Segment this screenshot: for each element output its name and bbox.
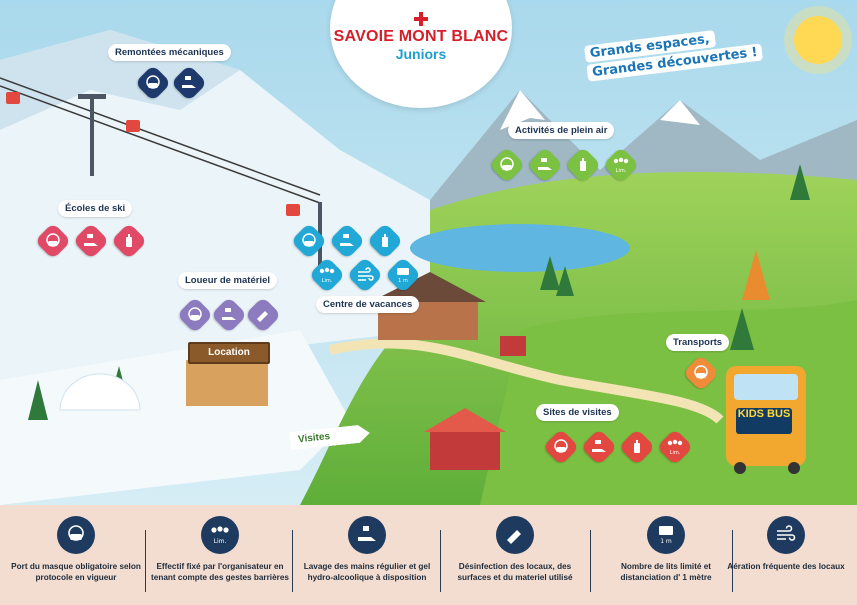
disinfection-icon: [507, 530, 521, 544]
centre-mask-badge: [290, 222, 328, 260]
zone-ecoles-de-ski: Écoles de ski: [58, 200, 133, 217]
location-sign: Location: [188, 342, 270, 364]
bed-distance-icon: 1 m: [397, 268, 409, 284]
activites-gel-badge: [564, 146, 602, 184]
hand-wash-icon: [222, 308, 236, 320]
hand-wash-icon: [84, 234, 98, 246]
loueur-mask-badge: [176, 296, 214, 334]
divider: [292, 530, 293, 592]
mask-icon: [188, 307, 202, 321]
measure-hand-wash-text: Lavage des mains régulier et gel hydro-a…: [303, 562, 431, 582]
gel-icon: [634, 440, 640, 453]
mask-icon: [302, 233, 316, 247]
mask-icon: [500, 157, 514, 171]
measure-disinfection: Désinfection des locaux, des surfaces et…: [445, 516, 585, 583]
mask-icon: [68, 525, 84, 541]
lim-label: Lim.: [322, 278, 333, 284]
measure-group-limit-text: Effectif fixé par l'organisateur en tena…: [151, 562, 289, 582]
measure-group-limit: Lim. Effectif fixé par l'organisateur en…: [150, 516, 290, 583]
zone-centre-de-vacances: Centre de vacances: [316, 296, 420, 313]
disinfection-icon: [257, 311, 268, 322]
gel-icon: [580, 158, 586, 171]
divider: [732, 530, 733, 592]
group-limit-icon: Lim.: [211, 526, 229, 545]
mask-icon: [46, 233, 60, 247]
zone-transports: Transports: [666, 334, 730, 351]
centre-bed-distance-badge: 1 m: [384, 256, 422, 294]
group-limit-icon: Lim.: [319, 267, 335, 284]
zone-activites-plein-air: Activités de plein air: [508, 122, 615, 139]
mask-icon: [694, 365, 708, 379]
ecoles-handwash-badge: [72, 222, 110, 260]
divider: [440, 530, 441, 592]
mask-icon: [146, 75, 160, 89]
safety-measures-legend: Port du masque obligatoire selon protoco…: [0, 508, 857, 605]
hand-wash-icon: [592, 440, 606, 452]
savoie-cross-icon: [414, 12, 428, 26]
remontees-handwash-badge: [170, 64, 208, 102]
sites-mask-badge: [542, 428, 580, 466]
lim-label: Lim.: [616, 168, 627, 174]
measure-ventilation-text: Aération fréquente des locaux: [727, 562, 845, 571]
gel-icon: [126, 234, 132, 247]
kids-bus-sign: KIDS BUS: [736, 408, 792, 434]
centre-ventilation-badge: [346, 256, 384, 294]
gel-icon: [382, 234, 388, 247]
mask-icon: [554, 439, 568, 453]
zone-remontees-mecaniques: Remontées mécaniques: [108, 44, 231, 61]
sites-handwash-badge: [580, 428, 618, 466]
loueur-handwash-badge: [210, 296, 248, 334]
bed-distance-icon: 1 m: [659, 526, 673, 545]
activites-group-limit-badge: Lim.: [602, 146, 640, 184]
divider: [590, 530, 591, 592]
group-limit-icon: Lim.: [613, 157, 629, 174]
measure-mask: Port du masque obligatoire selon protoco…: [6, 516, 146, 583]
logo-brand: SAVOIE MONT BLANC: [333, 28, 509, 45]
transports-mask-badge: [682, 354, 720, 392]
logo-subtitle: Juniors: [395, 46, 447, 62]
loueur-disinfection-badge: [244, 296, 282, 334]
measure-mask-text: Port du masque obligatoire selon protoco…: [11, 562, 141, 582]
lim-label: Lim.: [670, 450, 681, 456]
lim-label: Lim.: [214, 538, 227, 545]
centre-group-limit-badge: Lim.: [308, 256, 346, 294]
centre-handwash-badge: [328, 222, 366, 260]
measure-bed-distance-text: Nombre de lits limité et distanciation d…: [620, 562, 712, 582]
measure-hand-wash: Lavage des mains régulier et gel hydro-a…: [297, 516, 437, 583]
hand-wash-icon: [182, 76, 196, 88]
measure-ventilation: Aération fréquente des locaux: [716, 516, 856, 572]
ecoles-mask-badge: [34, 222, 72, 260]
centre-gel-badge: [366, 222, 404, 260]
measure-bed-distance: 1 m Nombre de lits limité et distanciati…: [596, 516, 736, 583]
ecoles-gel-badge: [110, 222, 148, 260]
sites-group-limit-badge: Lim.: [656, 428, 694, 466]
activites-mask-badge: [488, 146, 526, 184]
hand-wash-icon: [358, 526, 376, 541]
ventilation-icon: [777, 525, 796, 541]
hand-wash-icon: [538, 158, 552, 170]
measure-disinfection-text: Désinfection des locaux, des surfaces et…: [457, 562, 573, 582]
group-limit-icon: Lim.: [667, 439, 683, 456]
hand-wash-icon: [340, 234, 354, 246]
activites-handwash-badge: [526, 146, 564, 184]
one-meter-label: 1 m: [660, 538, 672, 545]
zone-sites-de-visites: Sites de visites: [536, 404, 619, 421]
one-meter-label: 1 m: [398, 278, 408, 284]
remontees-mask-badge: [134, 64, 172, 102]
zone-loueur-de-materiel: Loueur de matériel: [178, 272, 277, 289]
divider: [145, 530, 146, 592]
sites-gel-badge: [618, 428, 656, 466]
ventilation-icon: [358, 267, 374, 281]
